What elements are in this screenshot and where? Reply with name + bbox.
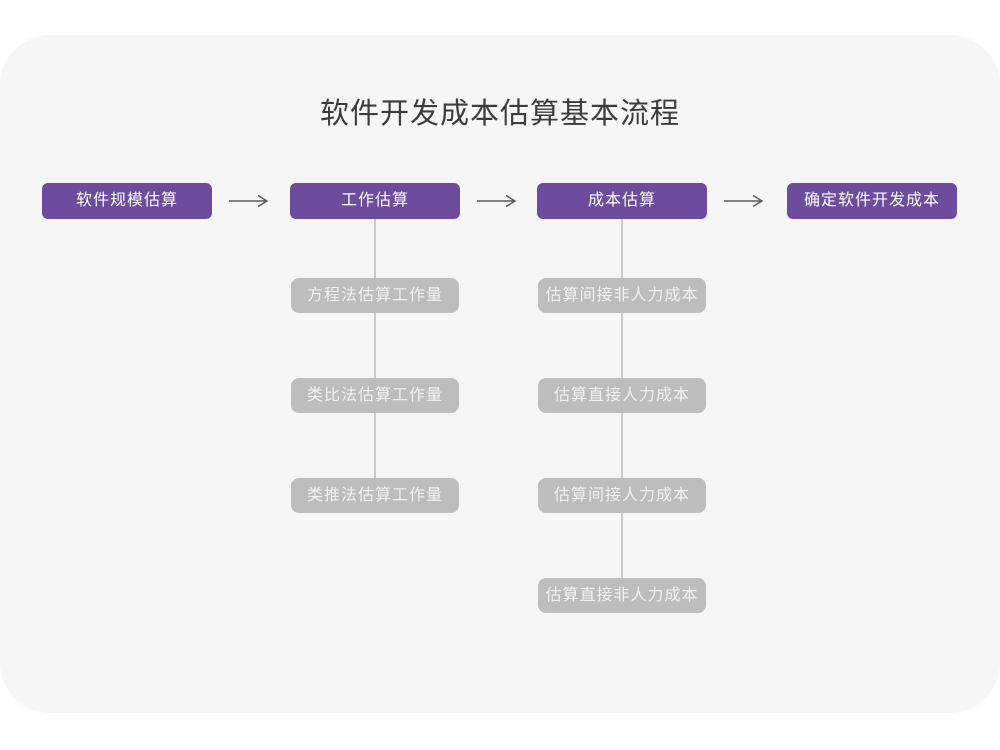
flow-stage-box-scale-estimation: 软件规模估算: [42, 183, 212, 219]
flow-substep-box-indirect-nonlabor-cost: 估算间接非人力成本: [538, 278, 706, 313]
flow-stage-box-work-estimation: 工作估算: [290, 183, 460, 219]
diagram-title: 软件开发成本估算基本流程: [319, 98, 680, 130]
flow-substep-box-direct-nonlabor-cost: 估算直接非人力成本: [538, 578, 706, 613]
flow-stage-box-cost-estimation: 成本估算: [537, 183, 707, 219]
diagram-canvas: [0, 35, 1000, 713]
arrow-right-icon: [477, 194, 517, 208]
flow-substep-box-direct-labor-cost: 估算直接人力成本: [538, 378, 706, 413]
flow-substep-box-indirect-labor-cost: 估算间接人力成本: [538, 478, 706, 513]
arrow-right-icon: [229, 194, 269, 208]
arrow-right-icon: [724, 194, 764, 208]
flow-substep-box-equation-method: 方程法估算工作量: [291, 278, 459, 313]
flow-substep-box-analogy-method: 类比法估算工作量: [291, 378, 459, 413]
flow-stage-box-final-cost: 确定软件开发成本: [787, 183, 957, 219]
flow-substep-box-inference-method: 类推法估算工作量: [291, 478, 459, 513]
connector-line-work-estimation: [374, 219, 376, 479]
